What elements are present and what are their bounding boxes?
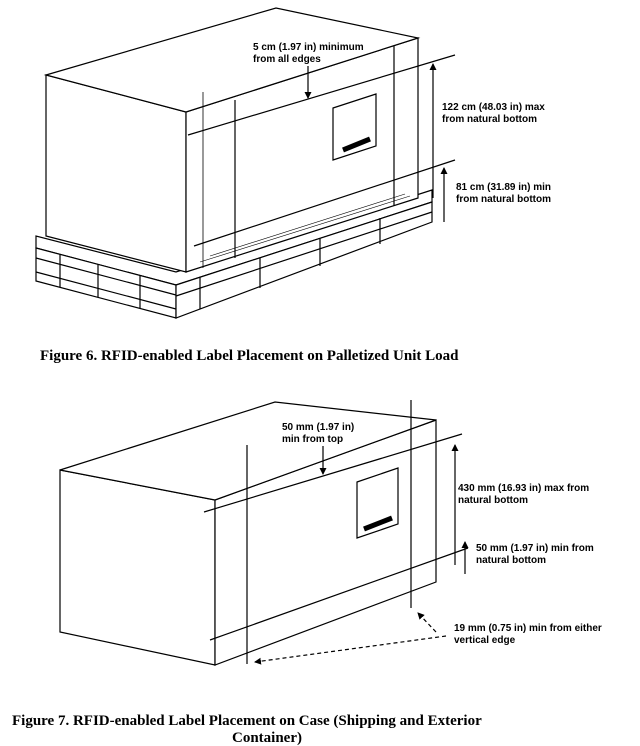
fig6-min-bottom-label-2: from natural bottom [456,194,551,205]
fig7-min-top-label-1: 50 mm (1.97 in) [282,422,354,433]
figure-7-caption-line-1: Figure 7. RFID-enabled Label Placement o… [12,713,482,729]
figure-6-caption: Figure 6. RFID-enabled Label Placement o… [40,348,459,364]
fig7-max-bottom-label-1: 430 mm (16.93 in) max from [458,483,589,494]
fig6-min-edges-label-1: 5 cm (1.97 in) minimum [253,42,364,53]
fig7-min-bottom-label-1: 50 mm (1.97 in) min from [476,543,594,554]
fig7-vertical-edge-pointer-right [417,612,437,633]
rfid-label-7 [356,467,399,539]
figure-6-pallet-diagram [35,7,456,319]
figure-7-caption-line-2: Container) [232,730,302,746]
fig7-max-bottom-label-2: natural bottom [458,495,528,506]
fig7-max-height-line [203,433,463,513]
max-height-line [187,54,456,136]
rfid-label-6 [332,93,377,161]
fig6-min-bottom-label-1: 81 cm (31.89 in) min [456,182,551,193]
fig7-vertical-edge-label-1: 19 mm (0.75 in) min from either [454,623,602,634]
fig6-max-bottom-label-1: 122 cm (48.03 in) max [442,102,545,113]
shipping-case-box [59,401,437,666]
fig7-vertical-edge-pointer-left [254,635,447,665]
fig7-min-top-label-2: min from top [282,434,343,445]
pallet [35,189,433,319]
fig6-max-bottom-label-2: from natural bottom [442,114,537,125]
fig7-min-height-line [209,547,469,641]
fig6-min-edges-label-2: from all edges [253,54,321,65]
min-height-line [193,159,456,247]
fig7-vertical-edge-label-2: vertical edge [454,635,516,646]
fig7-min-bottom-label-2: natural bottom [476,555,546,566]
figure-7-case-diagram [59,400,469,666]
